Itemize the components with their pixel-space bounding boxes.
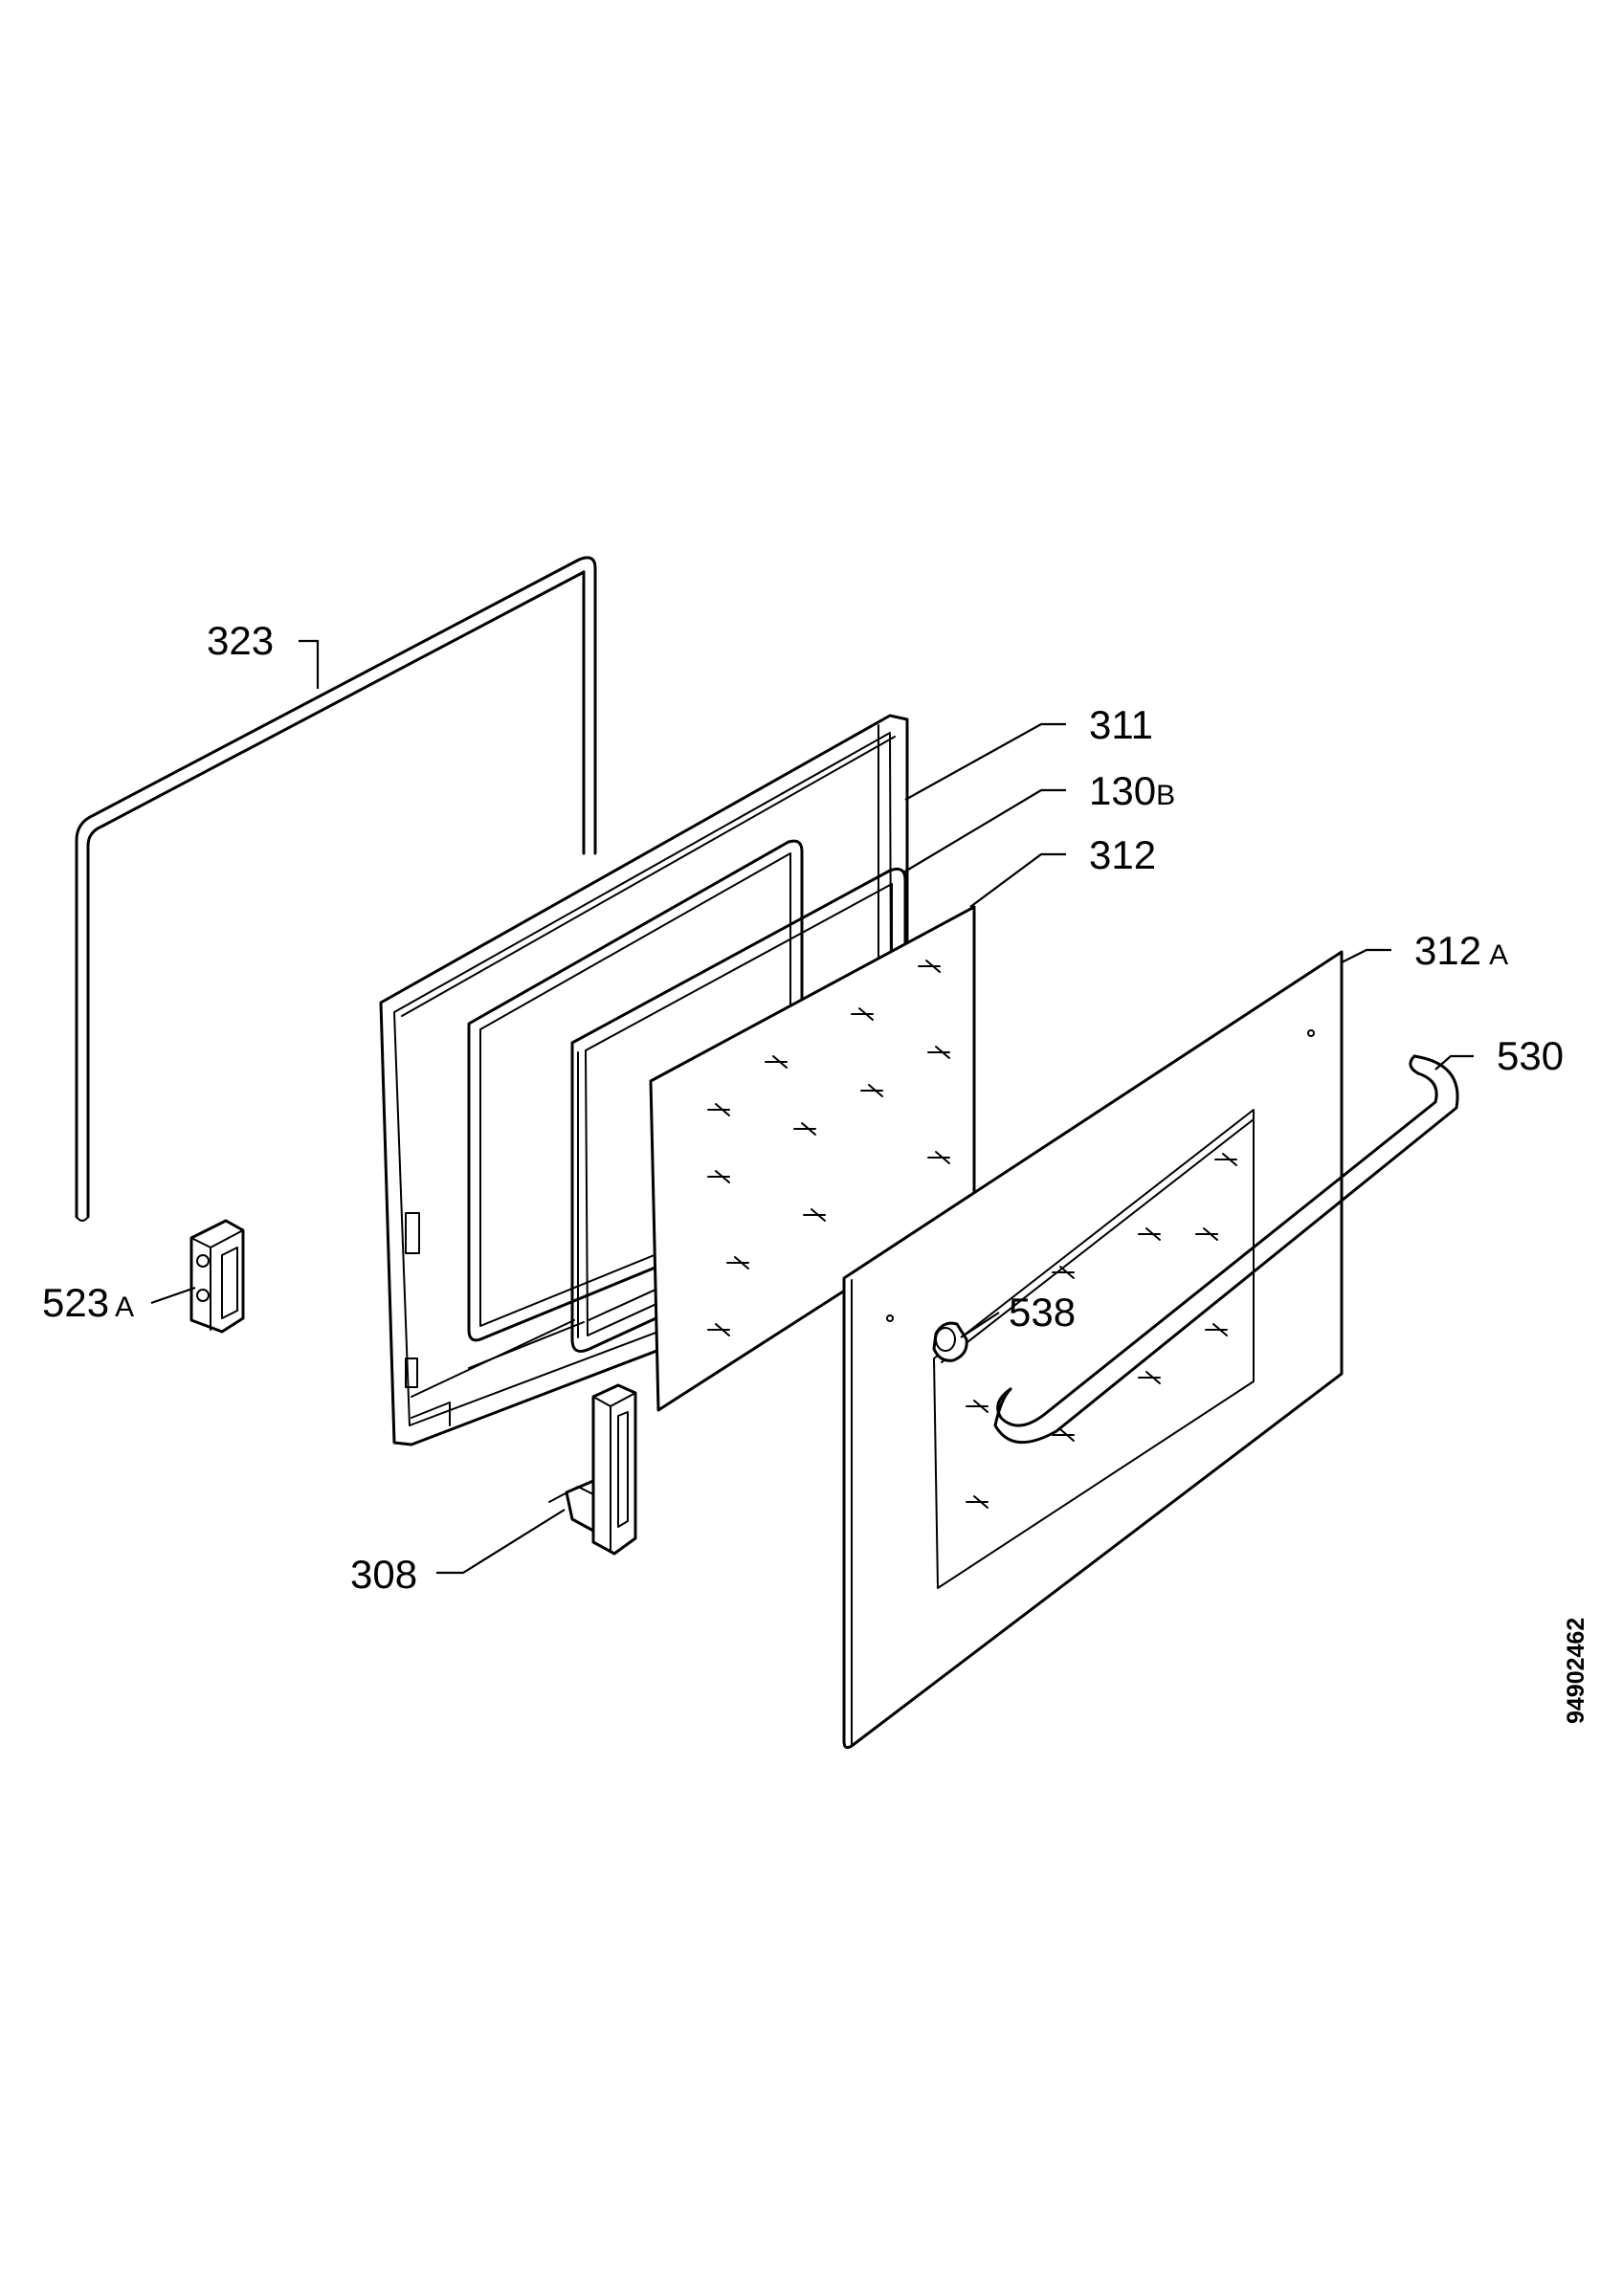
leader-311 (904, 722, 1066, 801)
part-312a-outer-door-glass (842, 950, 1344, 1750)
leader-312 (969, 852, 1066, 908)
part-308-door-hinge (548, 1383, 637, 1556)
leader-323 (299, 639, 320, 689)
leader-523a (150, 1286, 196, 1305)
leader-530 (1434, 1054, 1474, 1071)
part-323-door-seal (75, 556, 597, 1222)
callout-311: 311 (1089, 702, 1153, 747)
leader-130b (902, 788, 1066, 873)
glass-reflection-marks (707, 960, 950, 1336)
callout-308: 308 (350, 1552, 417, 1597)
callout-130b: 130B (1089, 768, 1175, 813)
part-523a-hinge-bracket (189, 1219, 245, 1334)
leader-lines (150, 639, 1474, 1575)
callout-312: 312 (1089, 832, 1156, 877)
callout-538: 538 (1009, 1290, 1076, 1335)
callout-323: 323 (207, 618, 274, 663)
leader-538 (960, 1312, 1000, 1338)
part-538-spacer (932, 1321, 968, 1362)
part-312-inner-glass-pane (649, 905, 976, 1412)
leader-308 (436, 1509, 566, 1575)
callout-530: 530 (1497, 1033, 1564, 1078)
glass-reflection-marks (966, 1153, 1237, 1509)
leader-312a (1341, 948, 1391, 963)
document-number: 94902462 (1563, 1618, 1589, 1724)
